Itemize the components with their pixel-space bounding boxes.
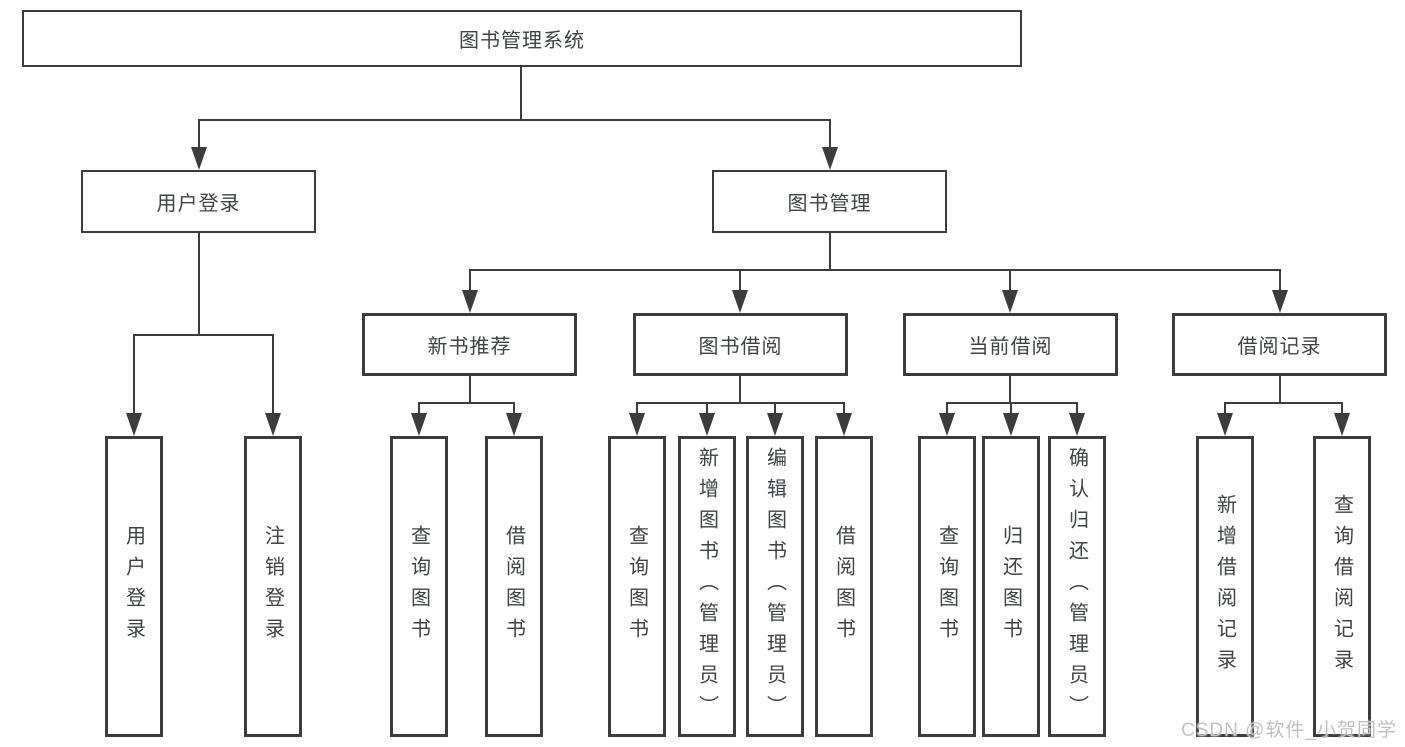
connector-book-management-trunk	[829, 232, 831, 271]
node-leaf-cb-confirm-return-admin: 确认归还（管理员）	[1048, 436, 1106, 737]
watermark: CSDN @软件_小贺同学	[1181, 720, 1397, 741]
connector-records-span	[1224, 402, 1343, 404]
node-leaf-logout: 注销登录	[244, 436, 302, 737]
node-leaf-cb-return-books: 归还图书	[982, 436, 1040, 737]
node-leaf-bb-add-books-admin: 新增图书（管理员）	[678, 436, 736, 737]
node-leaf-bb-edit-books-admin: 编辑图书（管理员）	[746, 436, 804, 737]
connector-root-span	[198, 119, 831, 121]
connector-drop-bb-query	[636, 402, 638, 415]
connector-current-span	[946, 402, 1078, 404]
node-leaf-br-add-record: 新增借阅记录	[1196, 436, 1254, 737]
arrow-down-into-br-add	[1217, 413, 1233, 436]
node-borrowing-records: 借阅记录	[1172, 313, 1387, 376]
connector-root-trunk	[520, 67, 522, 121]
connector-drop-cb-return	[1010, 402, 1012, 415]
arrow-down-into-bb-edit	[767, 413, 783, 436]
connector-records-trunk	[1279, 375, 1281, 404]
connector-drop-leaf-logout	[272, 334, 274, 415]
node-leaf-user-login: 用户登录	[105, 436, 163, 737]
connector-recommend-trunk	[469, 375, 471, 404]
node-library-management-system: 图书管理系统	[22, 10, 1022, 67]
node-book-management: 图书管理	[712, 170, 947, 233]
arrow-down-into-new-book-recommend	[462, 290, 478, 313]
node-new-book-recommend: 新书推荐	[362, 313, 577, 376]
node-current-borrowing: 当前借阅	[903, 313, 1118, 376]
connector-borrowing-span	[636, 402, 845, 404]
node-leaf-br-query-record: 查询借阅记录	[1313, 436, 1371, 737]
connector-drop-rec-query	[418, 402, 420, 415]
connector-drop-book-management	[829, 119, 831, 149]
arrow-down-into-cb-return	[1003, 413, 1019, 436]
arrow-down-into-leaf-logout	[265, 413, 281, 436]
arrow-down-into-rec-query	[411, 413, 427, 436]
arrow-down-into-bb-add	[699, 413, 715, 436]
connector-drop-book-borrowing	[739, 269, 741, 292]
connector-drop-new-book-recommend	[469, 269, 471, 292]
arrow-down-into-br-query	[1334, 413, 1350, 436]
arrow-down-into-current-borrowing	[1002, 290, 1018, 313]
arrow-down-into-book-management	[822, 147, 838, 170]
node-user-login: 用户登录	[81, 170, 316, 233]
connector-drop-cb-confirm	[1076, 402, 1078, 415]
connector-drop-br-query	[1341, 402, 1343, 415]
connector-user-login-span	[133, 334, 274, 336]
arrow-down-into-user-login	[191, 147, 207, 170]
connector-drop-current-borrowing	[1009, 269, 1011, 292]
arrow-down-into-book-borrowing	[732, 290, 748, 313]
connector-drop-bb-add	[706, 402, 708, 415]
connector-drop-bb-edit	[774, 402, 776, 415]
arrow-down-into-cb-query	[939, 413, 955, 436]
connector-current-trunk	[1009, 375, 1011, 404]
arrow-down-into-cb-confirm	[1069, 413, 1085, 436]
arrow-down-into-bb-borrow	[836, 413, 852, 436]
arrow-down-into-leaf-user-login	[126, 413, 142, 436]
node-leaf-bb-borrow-books: 借阅图书	[815, 436, 873, 737]
connector-recommend-span	[418, 402, 515, 404]
connector-drop-cb-query	[946, 402, 948, 415]
connector-drop-rec-borrow	[513, 402, 515, 415]
arrow-down-into-rec-borrow	[506, 413, 522, 436]
connector-drop-leaf-user-login	[133, 334, 135, 415]
connector-drop-borrowing-records	[1279, 269, 1281, 292]
node-leaf-cb-query-books: 查询图书	[918, 436, 976, 737]
node-leaf-rec-borrow-books: 借阅图书	[485, 436, 543, 737]
node-leaf-bb-query-books: 查询图书	[608, 436, 666, 737]
arrow-down-into-bb-query	[629, 413, 645, 436]
connector-drop-br-add	[1224, 402, 1226, 415]
connector-drop-bb-borrow	[843, 402, 845, 415]
connector-user-login-trunk	[198, 232, 200, 336]
arrow-down-into-borrowing-records	[1272, 290, 1288, 313]
node-book-borrowing: 图书借阅	[633, 313, 848, 376]
connector-book-management-span	[469, 269, 1281, 271]
connector-drop-user-login	[198, 119, 200, 149]
node-leaf-rec-query-books: 查询图书	[390, 436, 448, 737]
connector-borrowing-trunk	[739, 375, 741, 404]
